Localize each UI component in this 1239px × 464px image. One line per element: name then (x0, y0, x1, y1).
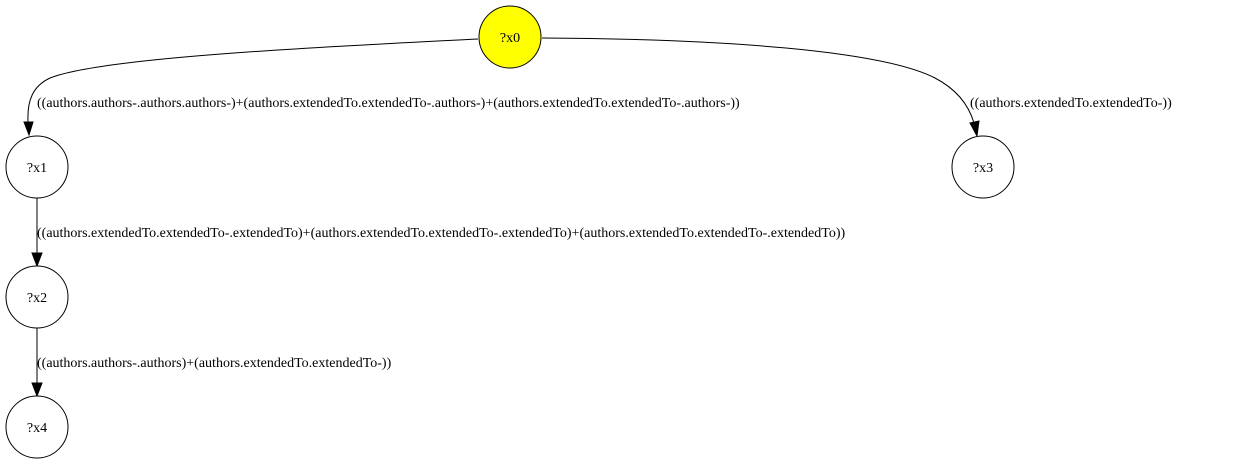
node-x1: ?x1 (5, 135, 69, 199)
node-x4: ?x4 (5, 395, 69, 459)
edge-x0-x3-arrowhead (969, 120, 980, 138)
edge-x0-x3-label: ((authors.extendedTo.extendedTo-)) (970, 96, 1172, 111)
edge-x0-x3: ((authors.extendedTo.extendedTo-)) (541, 37, 1172, 138)
node-x1-circle (5, 135, 69, 199)
edge-x2-x4-label: ((authors.authors-.authors)+(authors.ext… (37, 356, 392, 371)
edge-x2-x4-arrowhead (31, 382, 43, 398)
node-x2-label: ?x2 (27, 291, 47, 306)
node-x3-label: ?x3 (973, 161, 993, 176)
edge-x0-x1: ((authors.authors-.authors.authors-)+(au… (23, 38, 740, 137)
node-x1-label: ?x1 (27, 161, 47, 176)
edge-x0-x3-line (541, 37, 975, 124)
edge-x1-x2-label: ((authors.extendedTo.extendedTo-.extende… (37, 226, 846, 241)
node-x3: ?x3 (951, 135, 1015, 199)
edge-x1-x2-arrowhead (31, 252, 43, 268)
node-x2-circle (5, 265, 69, 329)
edge-x1-x2: ((authors.extendedTo.extendedTo-.extende… (31, 198, 846, 268)
edge-x2-x4: ((authors.authors-.authors)+(authors.ext… (31, 328, 392, 398)
node-x2: ?x2 (5, 265, 69, 329)
node-x0-circle (478, 5, 542, 69)
node-x3-circle (951, 135, 1015, 199)
edge-x0-x1-label: ((authors.authors-.authors.authors-)+(au… (37, 96, 740, 111)
edge-x0-x1-arrowhead (23, 121, 34, 137)
edge-x0-x1-line (27, 38, 479, 123)
node-x0-label: ?x0 (500, 31, 520, 46)
node-x0: ?x0 (478, 5, 542, 69)
node-x4-circle (5, 395, 69, 459)
node-x4-label: ?x4 (27, 421, 47, 436)
